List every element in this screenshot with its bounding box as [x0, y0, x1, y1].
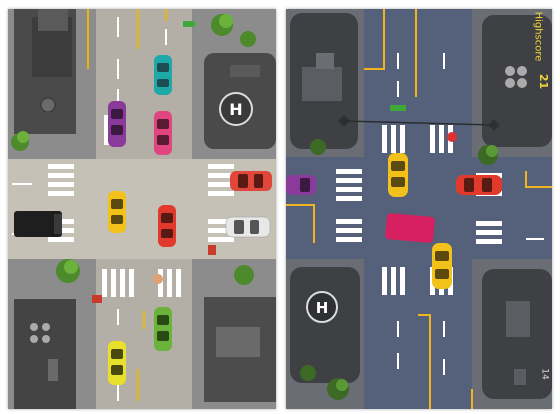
pedestrian-icon[interactable]	[447, 132, 457, 142]
helipad-label: H	[316, 299, 329, 317]
helipad-label: H	[229, 100, 242, 119]
building-top-right	[482, 15, 552, 147]
car-green[interactable]	[154, 307, 172, 351]
score-value: 21	[536, 73, 550, 90]
car-teal[interactable]	[154, 55, 172, 95]
car-yellow[interactable]	[108, 191, 126, 233]
car-red-right[interactable]	[230, 171, 272, 191]
pedestrian-icon[interactable]	[153, 274, 163, 284]
car-purple[interactable]	[108, 101, 126, 147]
city-map: H	[8, 9, 276, 409]
helipad-icon	[219, 92, 253, 126]
car-purple[interactable]	[286, 175, 316, 195]
tree-icon	[300, 365, 316, 381]
car-count: 14	[539, 368, 550, 380]
building-helipad	[290, 267, 360, 383]
game-screen-day[interactable]: H	[8, 9, 276, 409]
car-white[interactable]	[225, 216, 271, 238]
car-red[interactable]	[456, 175, 502, 195]
roof-vent-icon	[40, 97, 56, 113]
crosswalk-left	[336, 169, 362, 242]
building-bottom-left	[14, 299, 76, 409]
tree-icon	[240, 31, 256, 47]
car-yellow-bottom[interactable]	[108, 341, 126, 385]
helipad-icon	[306, 291, 338, 323]
game-screen-night[interactable]: H	[286, 9, 552, 409]
car-magenta-truck[interactable]	[385, 213, 435, 243]
car-black-truck[interactable]	[14, 211, 62, 237]
traffic-light-red[interactable]	[92, 295, 102, 303]
traffic-light-green[interactable]	[390, 105, 406, 111]
traffic-light-green[interactable]	[183, 21, 195, 27]
city-map: H	[286, 9, 552, 409]
tree-icon	[310, 139, 326, 155]
car-red[interactable]	[158, 205, 176, 247]
car-yellow-bottom[interactable]	[432, 243, 452, 289]
tree-icon	[234, 265, 254, 285]
car-pink[interactable]	[154, 111, 172, 155]
car-yellow[interactable]	[388, 153, 408, 197]
crosswalk-right	[208, 164, 234, 242]
highscore-label: Highscore	[532, 11, 544, 62]
